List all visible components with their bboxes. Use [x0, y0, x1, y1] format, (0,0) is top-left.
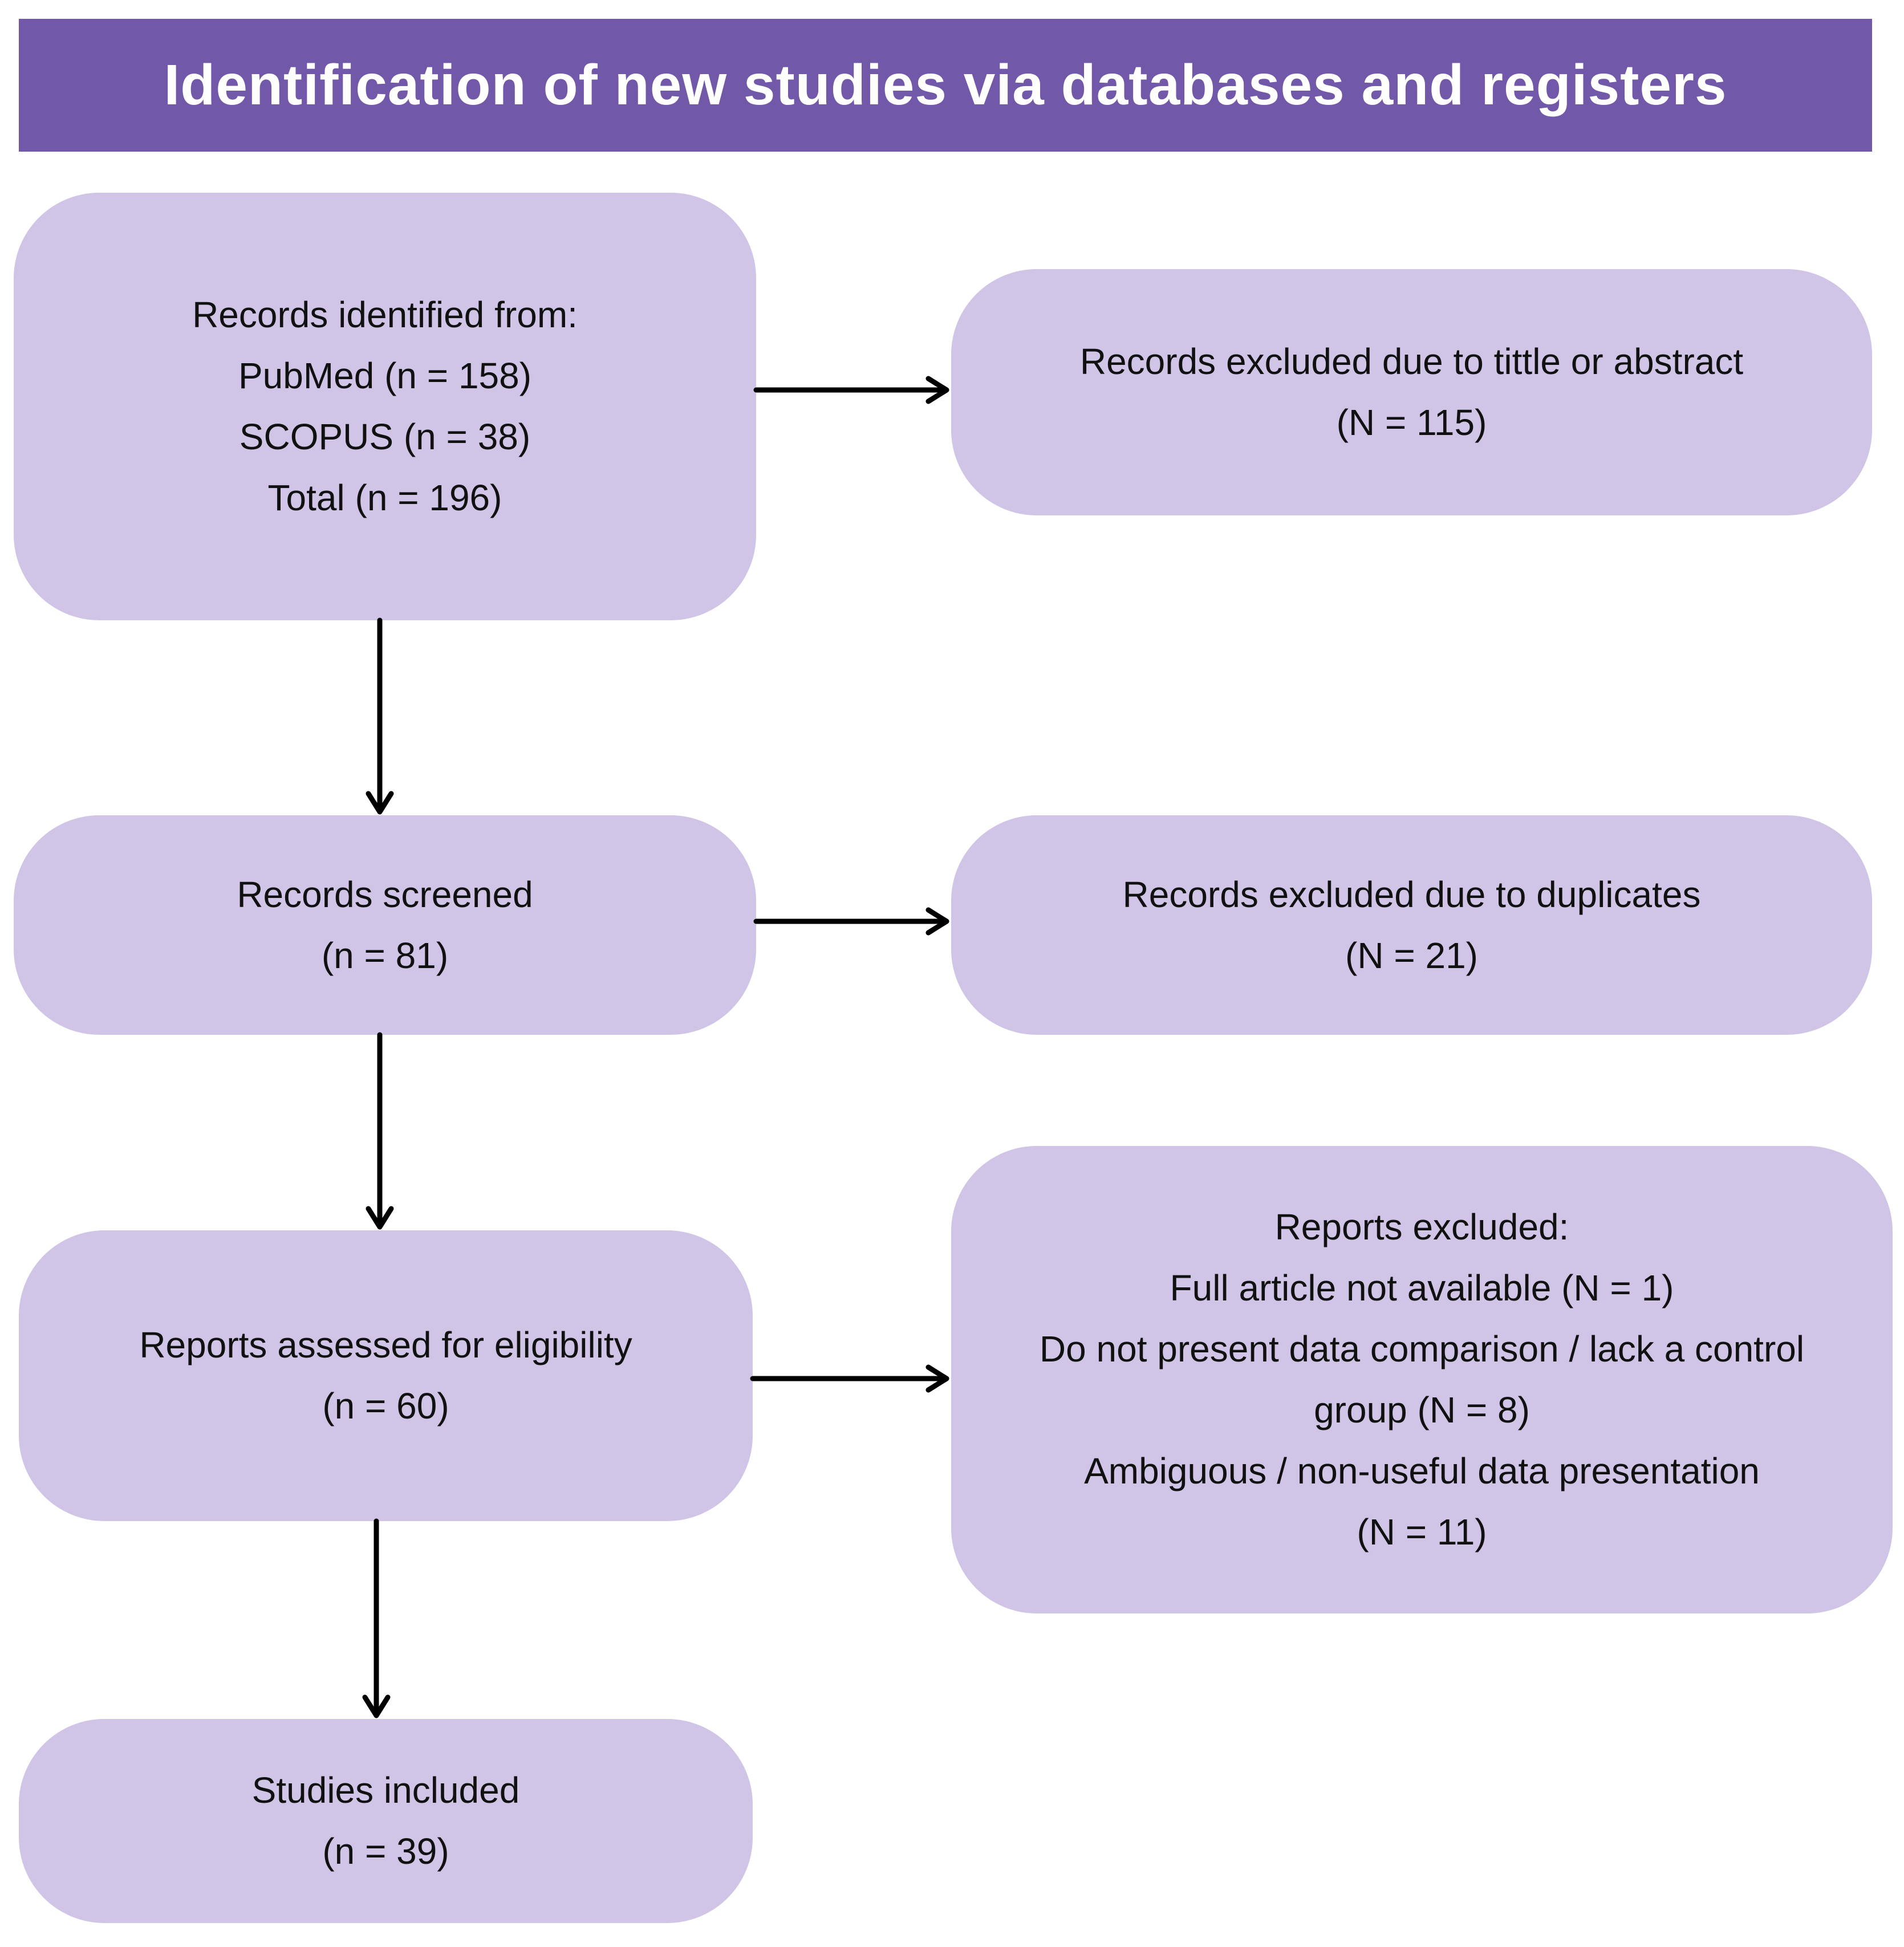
identified-line-3: SCOPUS (n = 38)	[239, 416, 531, 457]
identified-line-2: PubMed (n = 158)	[238, 355, 532, 396]
arrowhead-assessed-to-reports-excluded	[925, 1364, 949, 1393]
records-identified-box: Records identified from: PubMed (n = 158…	[14, 193, 756, 620]
reports-excluded-line-1: Reports excluded:	[1274, 1206, 1569, 1247]
reports-excluded-line-4: Ambiguous / non-useful data presentation	[1084, 1450, 1760, 1491]
identified-line-1: Records identified from:	[192, 294, 578, 335]
records-screened-box: Records screened (n = 81)	[14, 815, 756, 1035]
assessed-line-2: (n = 60)	[322, 1385, 449, 1426]
screened-line-1: Records screened	[237, 873, 533, 915]
included-line-1: Studies included	[251, 1770, 520, 1811]
excluded-title-line-1: Records excluded due to tittle or abstra…	[1079, 341, 1744, 382]
assessed-line-1: Reports assessed for eligibility	[139, 1324, 632, 1365]
duplicates-line-2: (N = 21)	[1345, 934, 1478, 976]
screened-line-2: (n = 81)	[321, 934, 449, 976]
excluded-title-line-2: (N = 115)	[1336, 402, 1487, 443]
duplicates-line-1: Records excluded due to duplicates	[1122, 873, 1701, 915]
arrowhead-screened-to-duplicates	[925, 907, 949, 936]
arrowhead-identified-to-excluded	[925, 376, 949, 404]
diagram-header: Identification of new studies via databa…	[19, 19, 1872, 152]
studies-included-box: Studies included (n = 39)	[19, 1719, 753, 1923]
arrowhead-screened-to-assessed	[366, 1206, 394, 1230]
header-title: Identification of new studies via databa…	[164, 53, 1727, 117]
included-line-2: (n = 39)	[322, 1831, 449, 1872]
identified-line-4: Total (n = 196)	[267, 477, 502, 518]
reports-assessed-box: Reports assessed for eligibility (n = 60…	[19, 1230, 753, 1521]
arrowhead-identified-to-screened	[366, 791, 394, 815]
reports-excluded-line-5: (N = 11)	[1357, 1511, 1487, 1552]
excluded-duplicates-box: Records excluded due to duplicates (N = …	[951, 815, 1872, 1035]
reports-excluded-line-2: Full article not available (N = 1)	[1170, 1267, 1674, 1308]
reports-excluded-box: Reports excluded: Full article not avail…	[951, 1146, 1893, 1613]
excluded-title-abstract-box: Records excluded due to tittle or abstra…	[951, 269, 1872, 515]
reports-excluded-line-3: Do not present data comparison / lack a …	[1039, 1328, 1805, 1430]
arrowhead-assessed-to-included	[362, 1694, 391, 1718]
